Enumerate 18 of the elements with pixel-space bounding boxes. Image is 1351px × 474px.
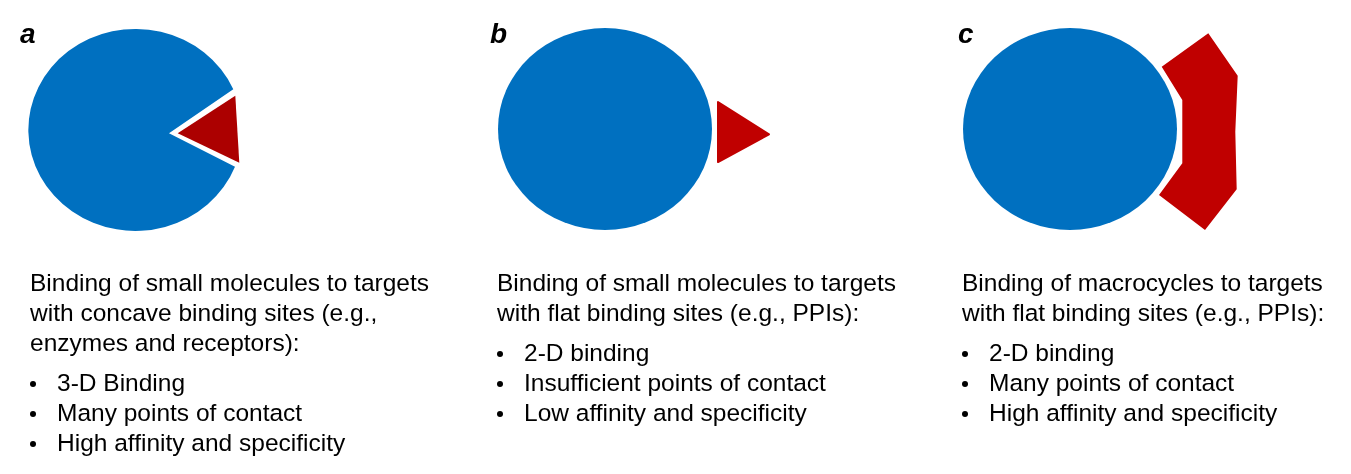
panel-letter: a xyxy=(20,20,36,48)
panel-description: Binding of small molecules to targets with flat binding sites (e.g., PPIs): xyxy=(497,268,897,328)
list-item: Many points of contact xyxy=(57,398,303,428)
list-item: Insufficient points of contact xyxy=(524,368,826,398)
list-item: 2-D binding xyxy=(989,338,1115,368)
panel-letter: b xyxy=(490,20,508,48)
panel-letter: c xyxy=(958,20,974,48)
panel-description: Binding of macrocycles to targets with flat binding sites (e.g., PPIs): xyxy=(962,268,1326,328)
small-molecule-triangle xyxy=(717,101,770,163)
list-item: Many points of contact xyxy=(989,368,1235,398)
list-item: 2-D binding xyxy=(524,338,650,368)
macrocycle-shape xyxy=(1159,33,1238,230)
list-item: High affinity and specificity xyxy=(57,428,346,458)
list-item: High affinity and specificity xyxy=(989,398,1278,428)
list-item: 3-D Binding xyxy=(57,368,185,398)
panel-description: Binding of small molecules to targets with concave binding sites (e.g., enzymes and receptors): xyxy=(30,268,430,358)
small-molecule-wedge xyxy=(177,95,240,163)
list-item: Low affinity and specificity xyxy=(524,398,807,428)
